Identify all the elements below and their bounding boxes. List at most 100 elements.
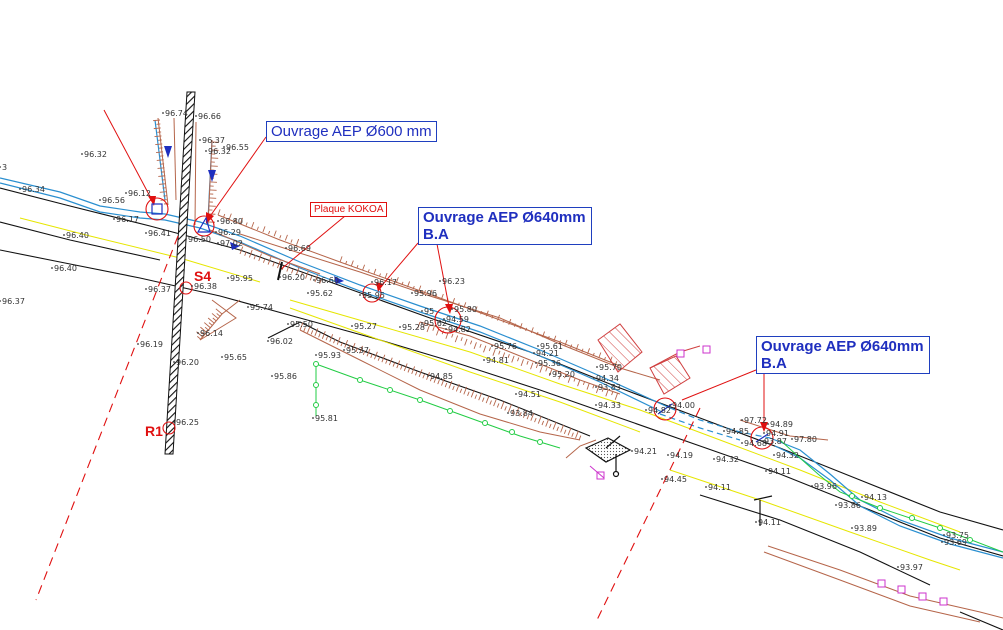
- elevation-label: 96.37: [148, 285, 171, 294]
- slope-tick: [392, 362, 396, 367]
- slope-tick: [157, 167, 165, 169]
- slope-tick: [200, 331, 205, 335]
- slope-tick: [432, 326, 435, 331]
- callout-ouvrage-640-b: Ouvrage AEP Ø640mm B.A: [756, 336, 930, 374]
- slope-tick: [244, 251, 247, 256]
- slope-tick: [411, 366, 416, 375]
- elevation-label: 93.86: [838, 501, 861, 510]
- elevation-label: 95.61: [540, 342, 563, 351]
- slope-tick: [310, 330, 314, 335]
- elevation-point: [287, 323, 289, 325]
- slope-tick: [489, 400, 492, 405]
- slope-tick: [525, 327, 528, 332]
- slope-tick: [390, 277, 393, 281]
- slope-tick: [234, 218, 237, 222]
- elevation-point: [533, 352, 535, 354]
- slope-tick: [535, 364, 539, 369]
- slope-tick: [277, 260, 281, 269]
- elevation-label: 95: [424, 307, 434, 316]
- slope-tick: [318, 333, 321, 338]
- callout-ouvrage-600: Ouvrage AEP Ø600 mm: [266, 121, 437, 142]
- slope-tick: [384, 272, 388, 279]
- elevation-point: [185, 238, 187, 240]
- slope-tick: [558, 372, 562, 380]
- slope-tick: [401, 281, 404, 286]
- elevation-point: [593, 377, 595, 379]
- elevation-point: [741, 419, 743, 421]
- slope-tick: [307, 325, 311, 334]
- elevation-label: 93.89: [854, 524, 877, 533]
- slope-tick: [412, 285, 415, 290]
- slope-tick: [573, 377, 576, 382]
- slope-tick: [314, 328, 319, 337]
- slope-tick: [603, 356, 606, 361]
- slope-tick: [253, 254, 257, 260]
- slope-tick: [470, 340, 473, 345]
- slope-tick: [374, 351, 378, 360]
- elevation-point: [285, 247, 287, 249]
- elevation-point: [507, 412, 509, 414]
- slope-tick: [586, 382, 590, 390]
- elevation-label: 96.50: [188, 235, 211, 244]
- elevation-point: [279, 276, 281, 278]
- elevation-point: [941, 541, 943, 543]
- elevation-point: [705, 486, 707, 488]
- structure-inner: [151, 203, 769, 443]
- slope-tick: [378, 273, 381, 277]
- slope-tick: [212, 317, 217, 322]
- slope-tick: [325, 335, 329, 341]
- slope-tick: [154, 135, 162, 138]
- elevation-label: 3: [2, 163, 7, 172]
- slope-tick: [464, 338, 468, 346]
- slope-tick: [223, 213, 226, 218]
- elevation-point: [267, 340, 269, 342]
- slope-tick: [377, 356, 381, 361]
- slope-tick: [488, 347, 491, 352]
- slope-tick: [367, 269, 370, 273]
- elevation-point: [217, 242, 219, 244]
- elevation-point: [351, 325, 353, 327]
- elevation-label: 96.34: [22, 185, 45, 194]
- slope-tick: [582, 381, 586, 386]
- elevation-point: [861, 496, 863, 498]
- slope-tick: [467, 391, 470, 396]
- slope-tick: [577, 379, 581, 387]
- elevation-label: 94.11: [708, 483, 731, 492]
- slope-tick: [345, 260, 348, 265]
- elevation-label: 95.62: [310, 289, 333, 298]
- slope-hachures: [152, 119, 619, 440]
- slope-tick: [290, 239, 293, 243]
- slope-tick: [437, 379, 440, 385]
- elevation-label: 95.80: [454, 305, 477, 314]
- slope-tick: [530, 327, 534, 334]
- slope-tick: [534, 417, 537, 423]
- slope-tick: [452, 298, 456, 304]
- slope-tick: [530, 362, 534, 370]
- plaque-kokoa-label: Plaque KOKOA: [310, 202, 388, 217]
- elevation-label: 96.69: [288, 244, 311, 253]
- section-label-r1: R1: [145, 423, 163, 439]
- slope-tick: [422, 374, 425, 379]
- elevation-point: [315, 354, 317, 356]
- slope-tick: [395, 277, 399, 284]
- elevation-point: [99, 199, 101, 201]
- slope-tick: [422, 323, 426, 328]
- slope-tick: [258, 253, 262, 262]
- elevation-label: 96.80: [220, 217, 243, 226]
- elevation-label: 93.69: [944, 538, 967, 547]
- elevation-point: [811, 485, 813, 487]
- slope-tick: [520, 359, 524, 366]
- slope-tick: [483, 345, 487, 353]
- elevation-label: 94.89: [770, 420, 793, 429]
- elevation-label: 95.37: [346, 346, 369, 355]
- slope-tick: [611, 391, 614, 396]
- elevation-label: 94.91: [766, 429, 789, 438]
- elevation-point: [645, 409, 647, 411]
- elevation-label: 93.83: [598, 383, 621, 392]
- slope-tick: [155, 143, 163, 145]
- slope-tick: [455, 383, 460, 392]
- elevation-label: 96.74: [165, 109, 188, 118]
- slope-tick: [262, 258, 266, 263]
- slope-tick: [418, 285, 422, 292]
- elevation-point: [137, 343, 139, 345]
